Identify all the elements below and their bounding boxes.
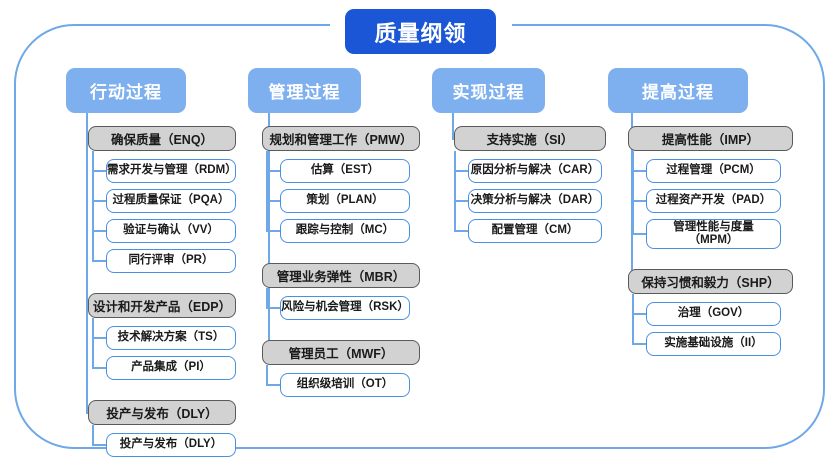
connector-substub xyxy=(454,170,468,172)
connector-substub xyxy=(92,230,106,232)
process-group[interactable]: 管理员工（MWF） xyxy=(262,340,420,365)
process-group[interactable]: 提高性能（IMP） xyxy=(628,126,793,151)
connector-substub xyxy=(266,307,280,309)
connector-substub xyxy=(92,337,106,339)
connector-substub xyxy=(266,170,280,172)
process-group[interactable]: 投产与发布（DLY） xyxy=(88,400,236,425)
connector-subspine xyxy=(92,318,94,368)
connector-substub xyxy=(92,200,106,202)
process-column: 行动过程确保质量（ENQ） 需求开发与管理（RDM） 过程质量保证（PQA） 验证与确… xyxy=(66,0,246,469)
connector-subspine xyxy=(266,151,268,231)
process-area[interactable]: 产品集成（PI） xyxy=(106,356,236,380)
process-group[interactable]: 规划和管理工作（PMW） xyxy=(262,126,420,151)
connector-stub xyxy=(86,411,88,414)
connector-substub xyxy=(632,343,646,345)
process-area[interactable]: 过程资产开发（PAD） xyxy=(646,189,781,213)
connector-substub xyxy=(92,170,106,172)
process-area[interactable]: 过程质量保证（PQA） xyxy=(106,189,236,213)
connector-subspine xyxy=(266,365,268,385)
process-area[interactable]: 配置管理（CM） xyxy=(468,219,602,243)
process-area[interactable]: 策划（PLAN） xyxy=(280,189,410,213)
connector-substub xyxy=(266,384,280,386)
process-column: 管理过程规划和管理工作（PMW） 估算（EST） 策划（PLAN） 跟踪与控制（MC）… xyxy=(248,0,430,469)
process-area[interactable]: 原因分析与解决（CAR） xyxy=(468,159,602,183)
connector-stub xyxy=(452,137,454,140)
connector-substub xyxy=(632,170,646,172)
connector-substub xyxy=(266,200,280,202)
connector-substub xyxy=(92,367,106,369)
process-area[interactable]: 跟踪与控制（MC） xyxy=(280,219,410,243)
connector-substub xyxy=(454,230,468,232)
process-area[interactable]: 技术解决方案（TS） xyxy=(106,326,236,350)
connector-spine xyxy=(631,113,633,282)
connector-substub xyxy=(92,260,106,262)
process-column: 提高过程提高性能（IMP） 过程管理（PCM） 过程资产开发（PAD） 管理性能与度量… xyxy=(608,0,808,469)
process-area[interactable]: 治理（GOV） xyxy=(646,302,781,326)
process-column: 实现过程支持实施（SI） 原因分析与解决（CAR） 决策分析与解决（DAR） 配置管理… xyxy=(432,0,610,469)
connector-subspine xyxy=(92,151,94,261)
connector-subspine xyxy=(266,288,268,308)
connector-substub xyxy=(454,200,468,202)
connector-spine xyxy=(452,113,454,139)
process-group[interactable]: 确保质量（ENQ） xyxy=(88,126,236,151)
process-group[interactable]: 设计和开发产品（EDP） xyxy=(88,293,236,318)
connector-spine xyxy=(268,113,270,353)
process-area[interactable]: 投产与发布（DLY） xyxy=(106,433,236,457)
process-area[interactable]: 估算（EST） xyxy=(280,159,410,183)
connector-substub xyxy=(266,230,280,232)
connector-spine xyxy=(86,113,88,413)
connector-substub xyxy=(92,444,106,446)
process-area[interactable]: 验证与确认（VV） xyxy=(106,219,236,243)
connector-substub xyxy=(632,313,646,315)
process-area[interactable]: 需求开发与管理（RDM） xyxy=(106,159,237,183)
process-area[interactable]: 组织级培训（OT） xyxy=(280,373,410,397)
column-header-4[interactable]: 提高过程 xyxy=(608,68,748,113)
connector-subspine xyxy=(632,294,634,344)
process-area[interactable]: 风险与机会管理（RSK） xyxy=(280,296,410,320)
column-header-2[interactable]: 管理过程 xyxy=(248,68,361,113)
process-group[interactable]: 保持习惯和毅力（SHP） xyxy=(628,269,793,294)
column-header-1[interactable]: 行动过程 xyxy=(66,68,186,113)
process-area[interactable]: 同行评审（PR） xyxy=(106,249,236,273)
process-area[interactable]: 决策分析与解决（DAR） xyxy=(468,189,602,213)
process-area[interactable]: 实施基础设施（II） xyxy=(646,332,781,356)
process-group[interactable]: 支持实施（SI） xyxy=(454,126,606,151)
process-group[interactable]: 管理业务弹性（MBR） xyxy=(262,263,420,288)
process-area[interactable]: 过程管理（PCM） xyxy=(646,159,781,183)
connector-subspine xyxy=(454,151,456,231)
connector-substub xyxy=(632,200,646,202)
column-header-3[interactable]: 实现过程 xyxy=(432,68,545,113)
diagram-title: 质量纲领 xyxy=(345,9,496,54)
process-area[interactable]: 管理性能与度量（MPM） xyxy=(646,219,781,249)
connector-substub xyxy=(632,233,646,235)
connector-subspine xyxy=(92,425,94,445)
